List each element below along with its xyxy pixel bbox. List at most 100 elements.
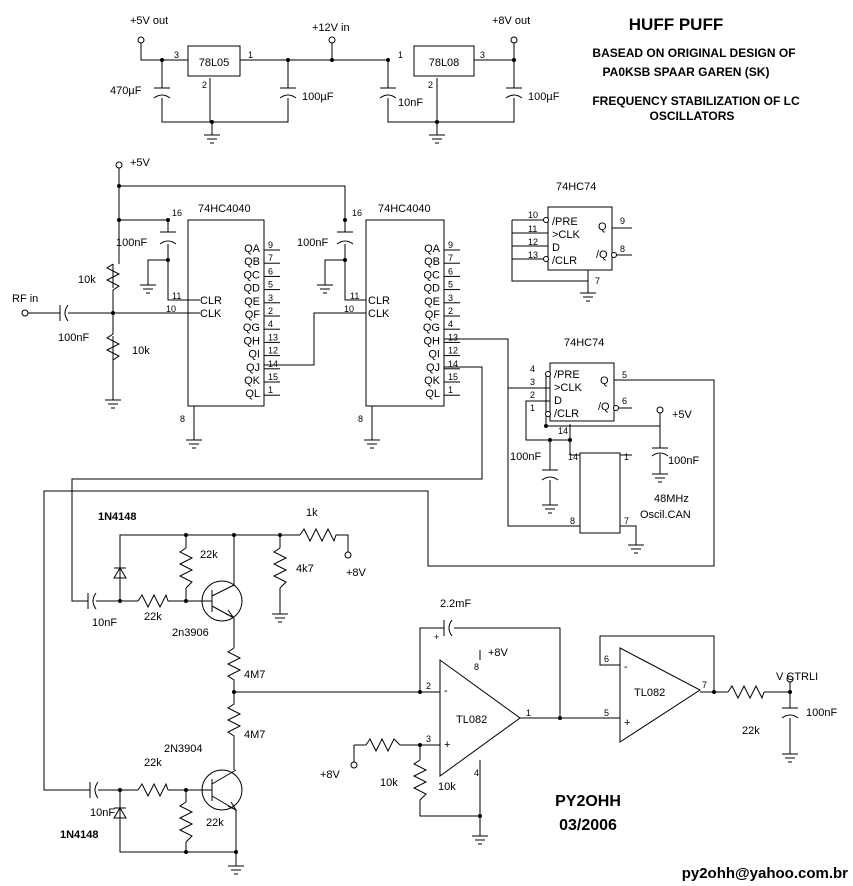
wire-oscillator: [570, 454, 637, 545]
output-pin-number: 12: [268, 346, 278, 356]
r-1k-label: 1k: [306, 507, 318, 519]
output-pin-name: QB: [244, 256, 260, 268]
capacitor-ff2-left: [541, 469, 559, 481]
opamp1-minus: -: [444, 685, 448, 697]
r-base-top-label: 22k: [144, 611, 162, 623]
ground-symbol: [186, 439, 202, 449]
c2-value: 100µF: [302, 91, 334, 103]
output-pin-name: QK: [244, 375, 261, 387]
output-pin-number: 3: [448, 293, 453, 303]
r1-label: 10k: [380, 777, 398, 789]
title-line3: FREQUENCY STABILIZATION OF LC: [592, 94, 800, 108]
ground-symbol: [580, 292, 596, 302]
pin-label: 2: [530, 390, 535, 400]
output-pin-name: QE: [424, 296, 440, 308]
output-pin-name: QH: [424, 335, 441, 347]
output-pin-name: QF: [245, 309, 261, 321]
pin-name: /Q: [598, 401, 610, 413]
pin-name: >CLK: [552, 229, 580, 241]
oscillator-label2: Oscil.CAN: [640, 509, 691, 521]
output-pin-number: 4: [448, 319, 453, 329]
opamp-buffer: [619, 647, 701, 743]
pin-name: /CLR: [552, 255, 577, 267]
integrator-supply: +8V: [488, 647, 509, 659]
cap-bottom-label: 10nF: [90, 807, 115, 819]
r-series2-label: 4M7: [244, 729, 265, 741]
oscillator-can: [579, 452, 621, 534]
resistor-1k: [299, 527, 337, 543]
terminal-vctrl: [786, 675, 794, 683]
capacitor-c3: [379, 87, 397, 99]
author-call: PY2OHH: [555, 793, 621, 810]
ground-symbol: [105, 399, 121, 409]
capacitor-pump-bottom: [89, 781, 99, 799]
pin-label: 5: [604, 708, 609, 718]
rf-in-label: RF in: [12, 293, 38, 305]
label-5v-out: +5V out: [130, 15, 168, 27]
pin-label: 3: [174, 50, 179, 60]
wire-qk-pump: [71, 366, 483, 602]
output-pin-number: 13: [448, 332, 458, 342]
output-pin-number: 9: [268, 240, 273, 250]
author-block: PY2OHH 03/2006 py2ohh@yahoo.com.br: [555, 793, 848, 882]
pin-name: D: [554, 395, 562, 407]
pin-label: 1: [248, 50, 253, 60]
ground-symbol: [317, 284, 333, 294]
title-block: HUFF PUFF BASEAD ON ORIGINAL DESIGN OF P…: [592, 15, 800, 123]
pin-label: 8: [620, 244, 625, 254]
charge-pump: 1N4148 1N4148 10nF 22k 22k 2n3906 1k +8V…: [60, 507, 440, 875]
output-pin-number: 4: [268, 319, 273, 329]
title-line4: OSCILLATORS: [650, 109, 735, 123]
counter1-cap-label: 100nF: [116, 237, 147, 249]
ff2-supply-label: +5V: [672, 409, 693, 421]
output-pin-name: QF: [425, 309, 441, 321]
terminal-bias-8v: [350, 761, 358, 769]
rf-r-bottom-label: 10k: [132, 345, 150, 357]
wire-counter1-gnd: [188, 299, 200, 440]
pin-label: 16: [172, 208, 182, 218]
pin-name: /PRE: [554, 369, 580, 381]
r-bias-top-label: 22k: [200, 549, 218, 561]
pin-name: Q: [598, 221, 607, 233]
resistor-bias2: [412, 759, 428, 801]
resistor-out: [727, 684, 765, 700]
output-pin-name: QG: [423, 322, 440, 334]
ground-symbol: [364, 439, 380, 449]
ground-symbol: [652, 473, 668, 483]
output-pin-number: 7: [448, 253, 453, 263]
c-out-label: 100nF: [806, 707, 837, 719]
author-date: 03/2006: [559, 817, 617, 834]
pin-name: CLK: [200, 308, 222, 320]
output-pin-name: QJ: [426, 362, 440, 374]
pin-label: 10: [528, 210, 538, 220]
output-pin-number: 13: [268, 332, 278, 342]
ground-symbol: [228, 865, 244, 875]
rf-cap-label: 100nF: [58, 332, 89, 344]
opamp1-plus: +: [444, 739, 450, 751]
regulator-78l05-label: 78L05: [199, 57, 230, 69]
transistor-bottom-leads: [200, 769, 238, 812]
ff2-cap-right: 100nF: [668, 455, 699, 467]
pin-label: 10: [166, 304, 176, 314]
regulator-78l08: [413, 45, 475, 77]
author-email: py2ohh@yahoo.com.br: [682, 865, 848, 882]
r-base-bottom-label: 22k: [144, 757, 162, 769]
output-pin-name: QL: [245, 388, 260, 400]
integrator-cap-label: 2.2mF: [440, 598, 471, 610]
terminal-8v-out: [510, 36, 518, 44]
output-label: V CTRLI: [776, 671, 818, 683]
regulator-78l05: [187, 45, 241, 77]
c4-value: 100µF: [528, 91, 560, 103]
opamp2-minus: -: [624, 661, 628, 673]
resistor-bias-top: [178, 547, 194, 589]
pin-label: 2: [426, 681, 431, 691]
ground-symbol: [782, 753, 798, 763]
capacitor-c4: [505, 87, 523, 99]
ground-symbol: [429, 134, 445, 144]
c3-value: 10nF: [398, 97, 423, 109]
output-pin-number: 6: [448, 266, 453, 276]
title-line2: PA0KSB SPAAR GAREN (SK): [603, 65, 770, 79]
pin-label: 8: [358, 414, 363, 424]
resistor-bias1: [365, 737, 401, 753]
r-series1-label: 4M7: [244, 669, 265, 681]
